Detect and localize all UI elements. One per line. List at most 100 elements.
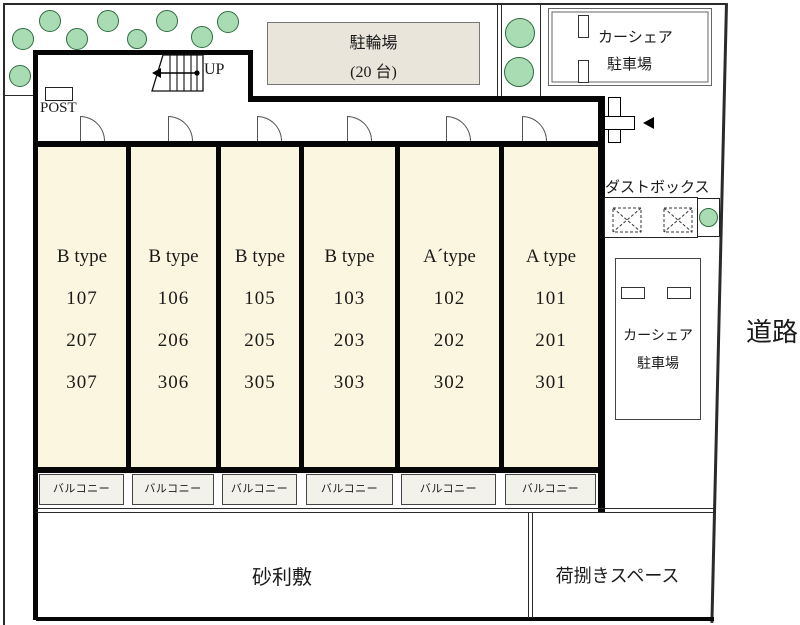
unit-type-label: B type (148, 246, 199, 267)
room-number: 106 (157, 288, 190, 309)
room-number: 101 (535, 288, 567, 309)
room-number: 307 (66, 372, 98, 393)
bike-strip-divider-b (501, 4, 502, 99)
tree-icon (12, 28, 34, 50)
unit-divider (216, 147, 221, 467)
room-number: 103 (333, 288, 366, 309)
unit-divider (299, 147, 304, 467)
tree-icon (97, 10, 119, 32)
unit-type-label: B type (324, 246, 375, 267)
dustbox-bin-icon (612, 207, 642, 233)
boundary-left (3, 3, 5, 625)
post-box (45, 87, 73, 101)
boundary-top (3, 3, 726, 5)
unit-107: B type 107 207 307 (38, 147, 126, 467)
tree-icon (191, 26, 213, 48)
balcony-cell: バルコニー (222, 474, 297, 505)
door-icon (80, 116, 105, 141)
unit-type-label: A type (525, 246, 577, 267)
balcony-cell: バルコニー (505, 474, 596, 505)
unit-divider (395, 147, 400, 467)
post-label: POST (40, 100, 77, 116)
room-number: 305 (244, 372, 276, 393)
room-number: 202 (433, 330, 466, 351)
unit-type-label: A´type (423, 246, 476, 267)
balcony-cell: バルコニー (401, 474, 496, 505)
room-number: 207 (66, 330, 98, 351)
tree-icon (505, 18, 535, 48)
room-number: 201 (535, 330, 567, 351)
entrance-arrow-icon (643, 117, 654, 129)
building-wall-step (248, 50, 253, 101)
tree-icon (39, 10, 61, 32)
room-number: 205 (244, 330, 276, 351)
door-icon (522, 116, 547, 141)
building-wall-right (598, 96, 605, 513)
unit-bottom-wall (33, 467, 605, 473)
dustbox-bin-icon (663, 207, 693, 233)
room-number: 306 (157, 372, 190, 393)
loading-area-divider (528, 513, 529, 618)
bike-strip-divider-a (497, 4, 498, 99)
carshare-top-box: カーシェア 駐車場 (548, 8, 712, 86)
road-label: 道路 (746, 318, 799, 347)
building-wall-left (33, 50, 38, 620)
unit-area-fill (38, 147, 598, 467)
carshare-top-line2: 駐車場 (607, 57, 653, 73)
unit-type-label: B type (56, 246, 108, 267)
carshare-right-line2: 駐車場 (637, 357, 679, 372)
door-icon (347, 116, 372, 141)
up-label: UP (204, 61, 225, 78)
wheel-stop (578, 60, 589, 83)
room-number: 102 (433, 288, 466, 309)
wheel-stop (578, 15, 589, 38)
tree-icon (127, 29, 147, 49)
unit-101: A type 101 201 301 (504, 147, 598, 467)
room-number: 203 (333, 330, 366, 351)
dustbox-box (604, 197, 698, 238)
planter-box (697, 198, 720, 237)
tree-icon (699, 208, 718, 227)
building-wall-top-left (33, 50, 253, 55)
room-number: 303 (333, 372, 366, 393)
unit-105: B type 105 205 305 (221, 147, 299, 467)
unit-102: A´type 102 202 302 (400, 147, 499, 467)
carshare-right-box: カーシェア 駐車場 (615, 258, 701, 420)
room-number: 105 (244, 288, 276, 309)
dustbox-label: ダストボックス (605, 180, 710, 196)
boundary-bottom (36, 617, 714, 621)
corridor-bottom-wall (33, 141, 605, 147)
unit-type-label: B type (234, 246, 286, 267)
carshare-strip-divider (540, 4, 541, 99)
room-number: 206 (157, 330, 190, 351)
loading-area-divider (532, 513, 533, 618)
bicycle-parking-box: 駐輪場 (20 台) (267, 22, 480, 85)
unit-divider (499, 147, 504, 467)
door-icon (257, 116, 282, 141)
door-icon (168, 116, 193, 141)
loading-space-label: 荷捌きスペース (555, 566, 680, 586)
unit-divider (126, 147, 131, 467)
bicycle-parking-capacity: (20 台) (350, 64, 397, 81)
balcony-cell: バルコニー (39, 474, 124, 505)
gate-bar-horizontal (604, 116, 635, 130)
tree-icon (9, 65, 31, 87)
balcony-cell: バルコニー (132, 474, 214, 505)
tree-icon (156, 10, 178, 32)
tree-icon (217, 11, 239, 33)
tree-icon (66, 28, 88, 50)
staircase-icon (151, 54, 204, 92)
carshare-top-line1: カーシェア (598, 30, 673, 46)
unit-103: B type 103 203 303 (304, 147, 395, 467)
balcony-edge-line (36, 512, 716, 513)
boundary-right-slanted (710, 3, 728, 623)
room-number: 302 (433, 372, 466, 393)
room-number: 107 (66, 288, 98, 309)
carshare-right-line1: カーシェア (623, 329, 693, 344)
left-strip-divider (3, 95, 36, 96)
unit-106: B type 106 206 306 (131, 147, 216, 467)
wheel-stop (667, 287, 691, 299)
tree-icon (504, 57, 534, 87)
bicycle-parking-title: 駐輪場 (349, 35, 398, 52)
door-icon (446, 116, 471, 141)
